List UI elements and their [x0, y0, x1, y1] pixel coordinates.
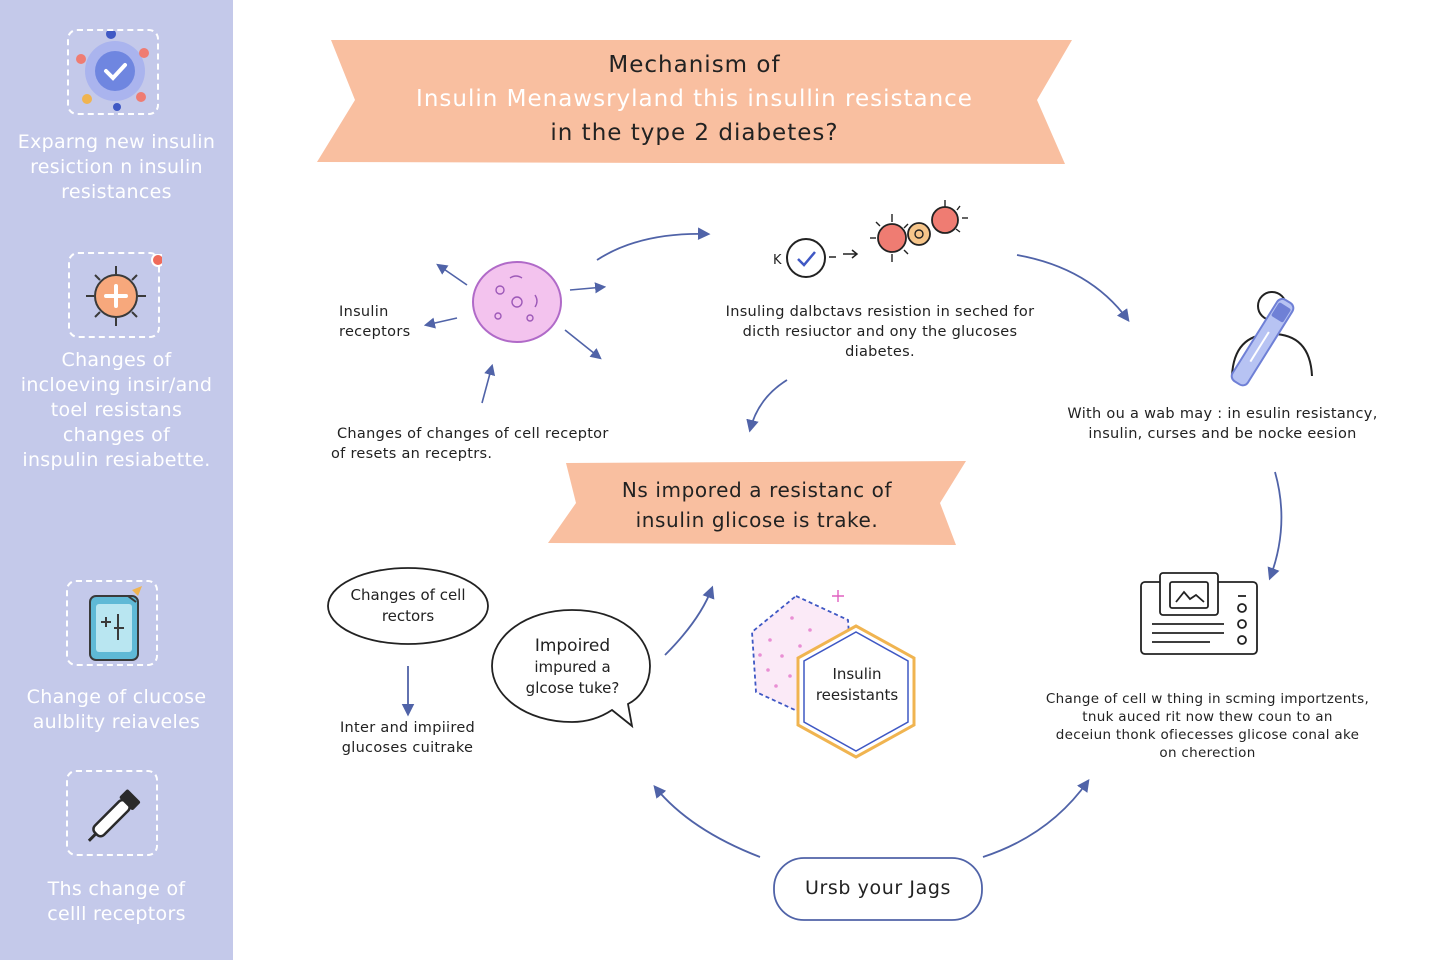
label-line: celll receptors	[47, 903, 186, 925]
label-line: Change of clucose	[26, 686, 207, 708]
sidebar-item-changes[interactable]: Changes of incloeving insir/and toel res…	[0, 240, 233, 490]
changes-of-cell-text: Changes of cell rectors	[330, 585, 486, 627]
insulin-binding-illustration: K	[773, 200, 968, 278]
bubble-line: glcose tuke?	[525, 679, 620, 697]
tablet-icon	[66, 580, 158, 666]
ann-line: insulin, curses and be nocke eesion	[1088, 426, 1357, 442]
ann-line: Change of cell w thing in scming importz…	[1045, 691, 1370, 707]
label-line: resiction n insulin	[30, 156, 203, 178]
bubble-line: Changes of cell	[350, 586, 466, 604]
title-banner: Mechanism of Insulin Menawsryland this i…	[317, 36, 1072, 166]
insulin-resistants-hexagons	[751, 590, 916, 759]
label-line: incloeving insir/and	[20, 374, 213, 396]
label-line: inspulin resiabette.	[22, 449, 211, 471]
svg-text:K: K	[773, 253, 782, 268]
ann-line: Insulin	[339, 304, 389, 320]
ann-line: Inter and impiired	[339, 720, 476, 736]
middle-banner-line-2: insulin glicose is trake.	[635, 508, 879, 532]
label-line: Ths change of	[47, 878, 186, 900]
bubble-line: rectors	[381, 607, 435, 625]
inter-impired-label: Inter and impiired glucoses cuitrake	[325, 718, 490, 758]
label-line: resistances	[61, 181, 172, 203]
ann-line: tnuk auced rit now thew coun to an	[1082, 709, 1333, 725]
ann-line: With ou a wab may : in esulin resistancy…	[1067, 406, 1378, 422]
label-line: toel resistans	[50, 399, 183, 421]
bubble-line: Impoired	[534, 636, 611, 656]
ursb-your-jags-text: Ursb your Jags	[804, 877, 952, 899]
title-line-2: Insulin Menawsryland this insullin resis…	[317, 82, 1072, 116]
insuling-resistion-label: Insuling dalbctavs resistion in seched f…	[700, 302, 1060, 362]
insulin-resistants-text: Insulin reesistants	[798, 664, 916, 706]
impoired-speech-bubble	[491, 609, 651, 729]
flow-arrows	[401, 227, 1283, 858]
sidebar-item-insulin-resistance[interactable]: Exparng new insulin resiction n insulin …	[0, 0, 233, 215]
sidebar-item-label-3: Change of clucose aulblity reiaveles	[6, 685, 227, 735]
label-line: changes of	[62, 424, 171, 446]
ann-line: on cherection	[1159, 745, 1256, 761]
cell-receptor-illustration	[423, 261, 607, 404]
ursb-your-jags-pill	[773, 857, 983, 921]
sidebar-item-label-1: Exparng new insulin resiction n insulin …	[6, 130, 227, 205]
ann-line: of resets an receptrs.	[331, 446, 493, 462]
glucose-monitor-illustration	[1140, 572, 1258, 655]
sidebar-item-glucose[interactable]: Change of clucose aulblity reiaveles	[0, 570, 233, 740]
with-a-web-label: With ou a wab may : in esulin resistancy…	[1060, 404, 1385, 444]
sidebar-item-label-4: Ths change of celll receptors	[6, 877, 227, 927]
bubble-line: Insulin	[832, 665, 882, 683]
middle-banner: Ns impored a resistanc of insulin glicos…	[548, 461, 966, 545]
title-highlight-b: insullin resistance	[747, 86, 973, 112]
change-of-cell-withing-label: Change of cell w thing in scming importz…	[1025, 690, 1390, 762]
injector-icon	[66, 770, 158, 856]
title-line-1: Mechanism of	[608, 52, 781, 78]
sidebar: Exparng new insulin resiction n insulin …	[0, 0, 233, 960]
title-line-3: in the type 2 diabetes?	[550, 120, 839, 146]
person-injector-illustration	[1230, 291, 1313, 387]
insulin-receptors-label: Insulin receptors	[339, 302, 410, 342]
ann-line: Insuling dalbctavs resistion in seched f…	[725, 304, 1035, 320]
title-highlight-a: Insulin Menawsryland this	[416, 86, 740, 112]
ann-line: deceiun thonk ofiecesses glicose conal a…	[1055, 727, 1360, 743]
bubble-line: reesistants	[815, 686, 899, 704]
virus-plus-icon	[68, 252, 165, 338]
label-line: aulblity reiaveles	[32, 711, 201, 733]
impoired-text: Impoired impured a glcose tuke?	[500, 636, 645, 699]
ann-line: dicth resiuctor and ony the glucoses	[742, 324, 1018, 340]
sidebar-item-cell-receptors[interactable]: Ths change of celll receptors	[0, 760, 233, 950]
cell-receptor-changes-label: Changes of changes of cell receptor of r…	[331, 424, 609, 464]
ann-line: diabetes.	[845, 344, 915, 360]
sidebar-item-label-2: Changes of incloeving insir/and toel res…	[6, 348, 227, 473]
bubble-line: impured a	[534, 658, 611, 676]
ann-line: glucoses cuitrake	[341, 740, 474, 756]
middle-banner-line-1: Ns impored a resistanc of	[621, 478, 893, 502]
changes-of-cell-bubble	[327, 567, 489, 645]
label-line: Changes of	[61, 349, 172, 371]
ann-line: Changes of changes of cell receptor	[337, 426, 609, 442]
insulin-cell-icon	[67, 29, 159, 115]
label-line: Exparng new insulin	[17, 131, 216, 153]
ann-line: receptors	[339, 324, 411, 340]
